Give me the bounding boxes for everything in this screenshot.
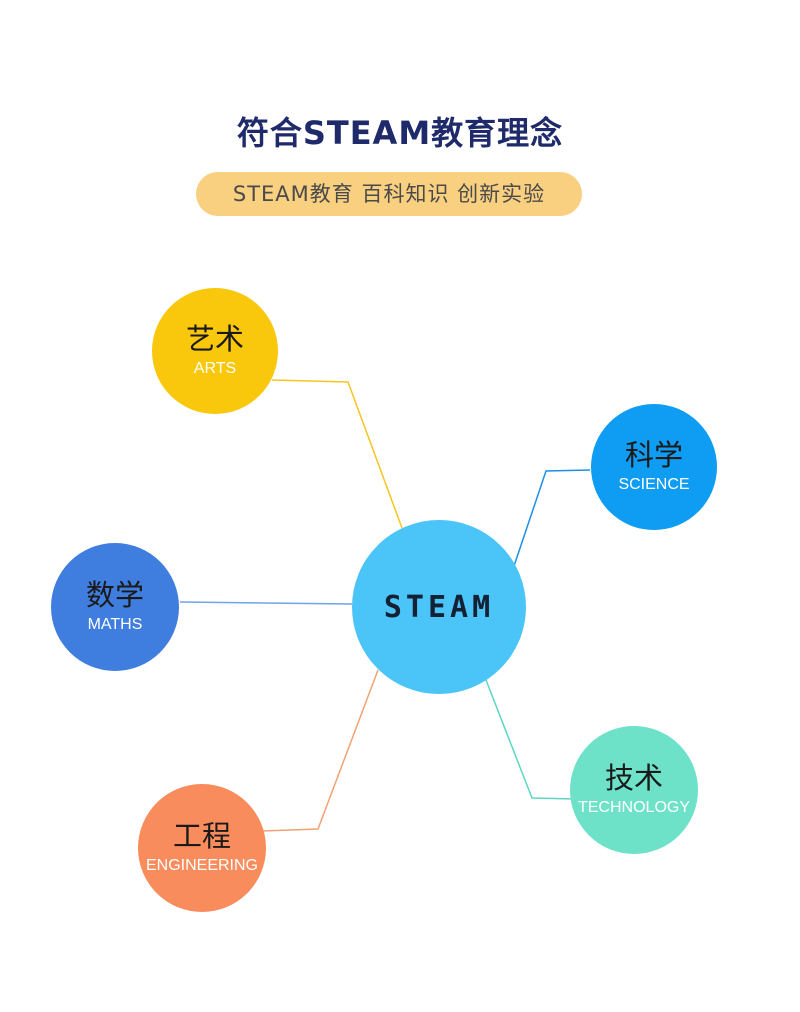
node-technology: 技术 TECHNOLOGY <box>570 726 698 854</box>
node-science: 科学 SCIENCE <box>591 404 717 530</box>
node-maths-en: MATHS <box>87 615 143 633</box>
hub-label: STEAM <box>383 589 495 625</box>
node-maths-cn: 数学 <box>85 578 144 613</box>
connector-arts <box>271 379 403 529</box>
node-science-cn: 科学 <box>624 438 683 473</box>
connector-engineering <box>261 669 379 832</box>
node-arts-en: ARTS <box>193 359 237 377</box>
node-engineering-en: ENGINEERING <box>145 856 258 874</box>
node-technology-en: TECHNOLOGY <box>577 798 690 816</box>
connector-maths <box>179 601 353 605</box>
node-arts-cn: 艺术 <box>185 322 244 357</box>
node-arts: 艺术 ARTS <box>152 288 278 414</box>
subtitle-pill: STEAM教育 百科知识 创新实验 <box>196 172 582 216</box>
connector-science <box>513 469 591 567</box>
steam-hub: STEAM <box>352 520 526 694</box>
connector-technology <box>485 679 577 800</box>
node-technology-cn: 技术 <box>604 761 663 796</box>
page-title: 符合STEAM教育理念 <box>236 114 564 152</box>
node-science-en: SCIENCE <box>618 475 690 493</box>
node-engineering-cn: 工程 <box>172 819 231 854</box>
node-maths: 数学 MATHS <box>51 543 179 671</box>
node-engineering: 工程 ENGINEERING <box>138 784 266 912</box>
